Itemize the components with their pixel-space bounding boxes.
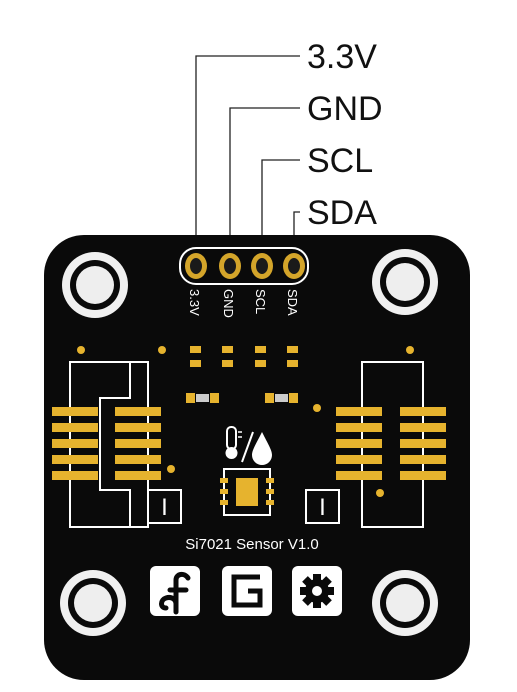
divider-slash — [241, 431, 254, 463]
header-pin-sda — [283, 253, 305, 279]
header-pins — [179, 247, 309, 285]
board-label: Si7021 Sensor V1.0 — [185, 536, 318, 553]
right-pad-array — [336, 361, 446, 528]
smd-components — [186, 346, 298, 403]
silk-label-scl: SCL — [253, 289, 268, 314]
left-pad-array — [52, 361, 161, 528]
header-pin-gnd — [219, 253, 241, 279]
mounting-hole-top-right — [372, 249, 438, 315]
right-marker-label: I — [319, 494, 326, 521]
vias — [77, 346, 414, 497]
leader-lines — [195, 55, 300, 256]
left-marker-label: I — [161, 494, 168, 521]
mounting-hole-bottom-right — [372, 570, 438, 636]
pin-label-sda: SDA — [307, 194, 377, 232]
leader-line-3v3 — [195, 55, 300, 256]
header-pin-scl — [251, 253, 273, 279]
header-pin-3v3 — [185, 253, 207, 279]
pin-label-scl: SCL — [307, 142, 374, 180]
droplet-icon — [252, 432, 272, 465]
gravity-logo-icon — [222, 566, 272, 616]
dfrobot-logo-icon — [150, 566, 200, 616]
silk-label-sda: SDA — [285, 289, 300, 316]
right-marker-box: I — [305, 489, 340, 524]
leader-line-gnd — [229, 107, 300, 256]
silk-label-gnd: GND — [221, 289, 236, 318]
pin-label-3v3: 3.3V — [307, 38, 377, 76]
left-marker-box: I — [147, 489, 182, 524]
leader-line-scl — [261, 159, 300, 256]
si7021-chip — [220, 468, 274, 516]
thermometer-icon — [225, 426, 242, 459]
pin-label-gnd: GND — [307, 90, 383, 128]
silk-label-3v3: 3.3V — [187, 289, 202, 316]
mounting-holes — [60, 249, 438, 636]
mounting-hole-top-left — [62, 252, 128, 318]
mounting-hole-bottom-left — [60, 570, 126, 636]
open-source-hardware-logo-icon — [292, 566, 342, 616]
